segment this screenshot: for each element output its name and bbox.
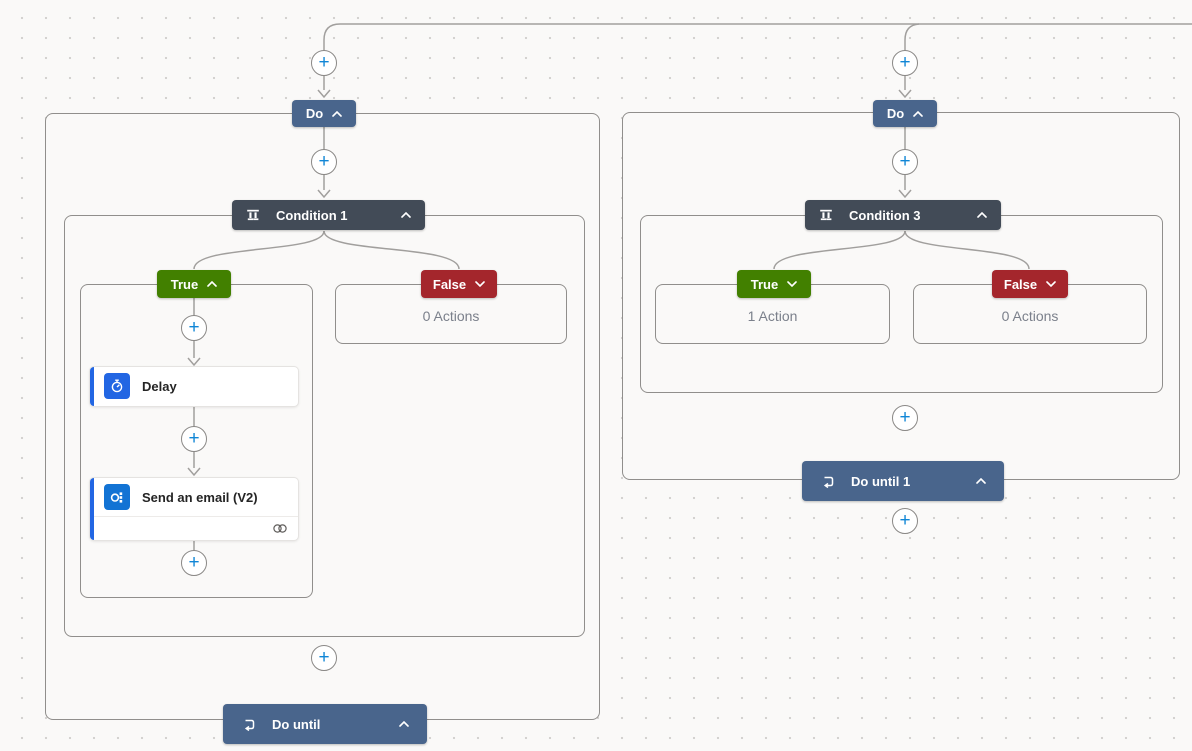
plus-icon: + xyxy=(318,150,330,172)
action-title: Send an email (V2) xyxy=(142,489,258,505)
true-branch-label: True xyxy=(750,276,779,292)
do-scope-label: Do xyxy=(305,106,324,121)
do-scope-label: Do xyxy=(886,106,905,121)
plus-icon: + xyxy=(899,150,911,172)
branch-actions-summary: 1 Action xyxy=(747,308,798,324)
chevron-up-icon[interactable] xyxy=(332,110,342,117)
plus-icon: + xyxy=(899,509,911,531)
condition-header-right[interactable]: Condition 3 xyxy=(805,200,1001,230)
plus-icon: + xyxy=(318,646,330,668)
chevron-down-icon[interactable] xyxy=(1046,281,1056,287)
chevron-up-icon[interactable] xyxy=(401,212,411,218)
loop-icon xyxy=(241,717,256,732)
chevron-up-icon[interactable] xyxy=(976,478,986,484)
insert-action-button[interactable]: + xyxy=(311,645,337,671)
action-card-delay[interactable]: Delay xyxy=(90,367,298,406)
condition-label: Condition 3 xyxy=(849,207,921,223)
connection-icon xyxy=(272,523,288,534)
plus-icon: + xyxy=(899,51,911,73)
action-card-send-email[interactable]: Send an email (V2) xyxy=(90,478,298,540)
plus-icon: + xyxy=(188,551,200,573)
do-until-label: Do until 1 xyxy=(851,473,911,489)
chevron-down-icon[interactable] xyxy=(475,281,485,287)
false-branch-badge-right[interactable]: False xyxy=(992,270,1068,298)
chevron-up-icon[interactable] xyxy=(977,212,987,218)
insert-action-button[interactable]: + xyxy=(892,405,918,431)
condition-header-left[interactable]: Condition 1 xyxy=(232,200,425,230)
condition-label: Condition 1 xyxy=(276,207,348,223)
chevron-up-icon[interactable] xyxy=(207,281,218,287)
plus-icon: + xyxy=(188,427,200,449)
true-branch-badge-left[interactable]: True xyxy=(157,270,231,298)
branch-actions-summary: 0 Actions xyxy=(422,308,480,324)
insert-action-button[interactable]: + xyxy=(892,149,918,175)
true-branch-badge-right[interactable]: True xyxy=(737,270,811,298)
insert-action-button[interactable]: + xyxy=(311,50,337,76)
insert-action-button[interactable]: + xyxy=(892,508,918,534)
false-branch-label: False xyxy=(1003,276,1038,292)
do-until-footer-right[interactable]: Do until 1 xyxy=(802,461,1004,501)
insert-action-button[interactable]: + xyxy=(892,50,918,76)
do-scope-header-right[interactable]: Do xyxy=(873,100,937,127)
condition-icon xyxy=(819,208,833,222)
condition-icon xyxy=(246,208,260,222)
plus-icon: + xyxy=(899,406,911,428)
do-scope-header-left[interactable]: Do xyxy=(292,100,356,127)
plus-icon: + xyxy=(188,316,200,338)
do-until-footer-left[interactable]: Do until xyxy=(223,704,427,744)
false-branch-badge-left[interactable]: False xyxy=(421,270,497,298)
insert-action-button[interactable]: + xyxy=(311,149,337,175)
insert-action-button[interactable]: + xyxy=(181,426,207,452)
loop-icon xyxy=(820,474,835,489)
chevron-up-icon[interactable] xyxy=(913,110,923,117)
chevron-down-icon[interactable] xyxy=(787,281,798,287)
delay-icon xyxy=(104,373,130,399)
plus-icon: + xyxy=(318,51,330,73)
action-title: Delay xyxy=(142,378,177,394)
false-branch-label: False xyxy=(432,276,467,292)
branch-actions-summary: 0 Actions xyxy=(1001,308,1059,324)
insert-action-button[interactable]: + xyxy=(181,550,207,576)
outlook-icon xyxy=(104,484,130,510)
true-branch-label: True xyxy=(170,276,199,292)
do-until-label: Do until xyxy=(272,716,321,732)
chevron-up-icon[interactable] xyxy=(399,721,409,727)
insert-action-button[interactable]: + xyxy=(181,315,207,341)
